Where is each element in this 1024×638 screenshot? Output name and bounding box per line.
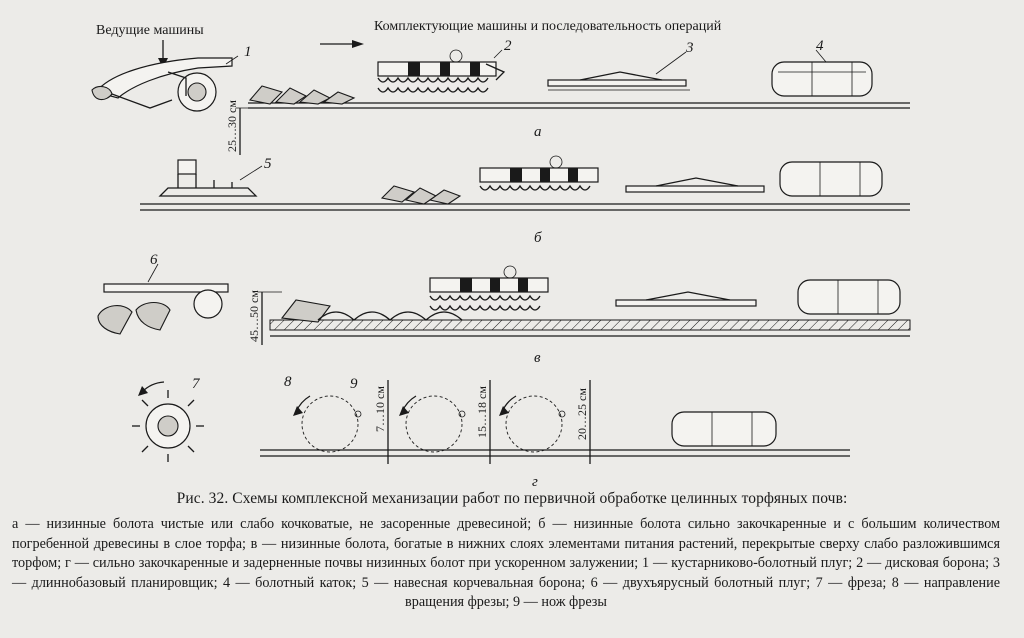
stump-harrow: 5: [158, 156, 272, 197]
label-6: 6: [150, 252, 158, 268]
diagram: Ведущие машины Комплектующие машины и по…: [91, 19, 911, 490]
depth-g1: 7…10 см: [373, 386, 387, 432]
row-g: 7 8 9 7…10 см 15…18 см 20…25 см г: [132, 374, 850, 490]
label-9: 9: [350, 376, 358, 392]
row-label-v: в: [534, 350, 541, 366]
row-label-g: г: [532, 474, 538, 490]
label-3: 3: [685, 40, 694, 56]
row-label-b: б: [534, 230, 542, 246]
label-2: 2: [504, 38, 512, 54]
label-1: 1: [244, 44, 252, 60]
bog-roller: 4: [771, 38, 873, 97]
row-a: 1 25…30 см 2: [91, 38, 910, 155]
depth-g3: 20…25 см: [575, 388, 589, 440]
figure-caption: Рис. 32. Схемы комплексной механизации р…: [176, 490, 848, 507]
mill: 7: [132, 376, 204, 462]
row-b: 5 б: [140, 155, 910, 246]
label-4: 4: [816, 38, 824, 54]
shrub-bog-plough: 1: [91, 44, 252, 112]
two-tier-plough: 6: [97, 252, 229, 335]
row-v: 6 45…50 см в: [97, 252, 911, 366]
label-8: 8: [284, 374, 292, 390]
leading-machines-label: Ведущие машины: [96, 23, 204, 38]
label-5: 5: [264, 156, 272, 172]
disc-harrow: 2: [377, 38, 512, 93]
depth-v: 45…50 см: [247, 290, 261, 342]
figure-legend: а — низинные болота чистые или слабо коч…: [12, 516, 1000, 611]
planer: 3: [547, 40, 694, 91]
completing-machines-label: Комплектующие машины и последовательност…: [374, 19, 722, 34]
row-label-a: а: [534, 124, 542, 140]
depth-g2: 15…18 см: [475, 386, 489, 438]
label-7: 7: [192, 376, 201, 392]
depth-a: 25…30 см: [225, 100, 239, 152]
